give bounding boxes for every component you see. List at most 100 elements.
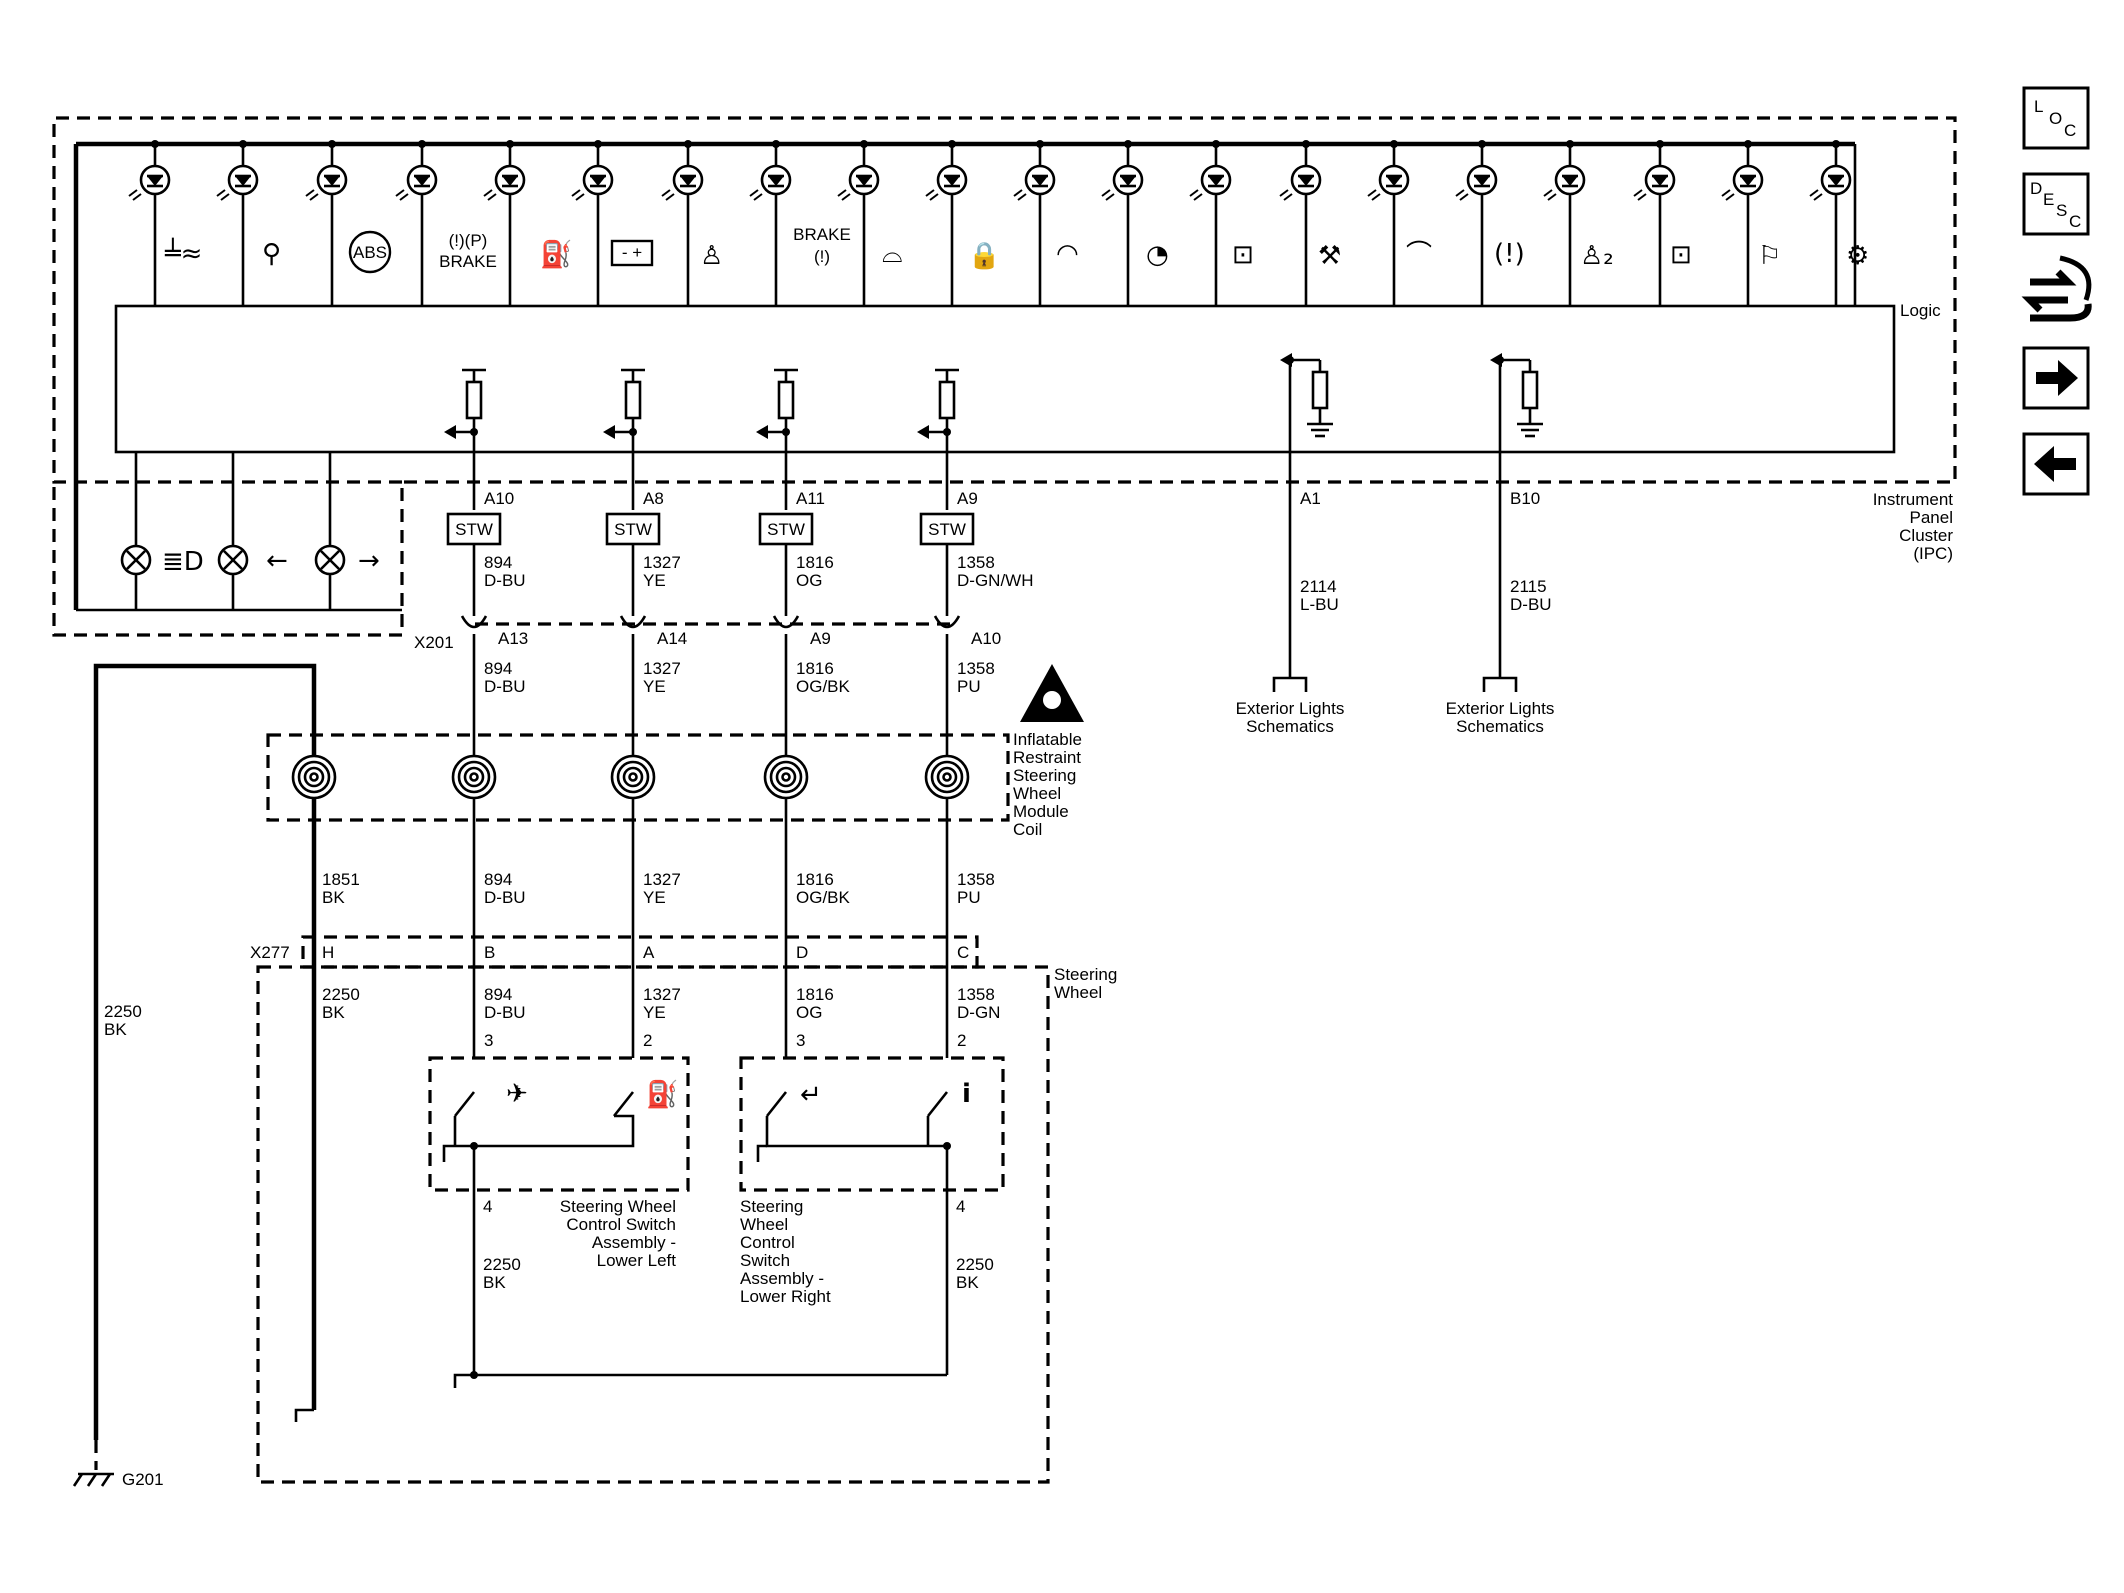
seatbelt-2-icon: ♙₂	[1580, 241, 1614, 271]
svg-text:BK: BK	[104, 1020, 127, 1039]
svg-text:2250: 2250	[104, 1002, 142, 1021]
wire-color: L-BU	[1300, 595, 1339, 614]
airbag-warning-icon	[1020, 664, 1084, 722]
next-page-button[interactable]	[2022, 346, 2090, 410]
battery-icon: - +	[610, 239, 654, 267]
tire-pressure-icon: (!)	[1494, 239, 1525, 269]
indicator-led	[215, 164, 259, 202]
wire-color: PU	[957, 677, 981, 696]
indicator-led	[748, 164, 792, 202]
indicator-led	[482, 164, 526, 202]
previous-page-button[interactable]	[2022, 432, 2090, 496]
pin-label: A8	[643, 489, 664, 508]
indicator-led	[1454, 164, 1498, 202]
wire-number: 894	[484, 985, 512, 1004]
fuel-icon: ⛽	[540, 239, 572, 270]
logic-label: Logic	[1900, 301, 1941, 320]
wire-number: 894	[484, 870, 512, 889]
pin-label: 2	[643, 1031, 652, 1050]
steering-wheel: X277 H 2250 BK Steering Wheel	[250, 935, 1117, 1484]
wire-color: YE	[643, 1003, 666, 1022]
svg-text:Assembly -: Assembly -	[740, 1269, 824, 1288]
nav-panel: L O C D E S C	[2021, 86, 2092, 496]
ipc-module-label: Instrument Panel Cluster (IPC)	[1873, 490, 1954, 563]
svg-text:Switch: Switch	[740, 1251, 790, 1270]
indicator-led	[1808, 164, 1852, 202]
fuel-select-icon: ⛽	[646, 1079, 678, 1110]
wire-color: D-BU	[484, 888, 526, 907]
pin-label: 3	[796, 1031, 805, 1050]
indicator-led	[1278, 164, 1322, 202]
security-lock-icon: 🔒	[968, 241, 1000, 271]
indicator-led	[304, 164, 348, 202]
switch-ground-bus	[453, 1371, 947, 1388]
indicator-row	[127, 140, 1857, 306]
wire-color: D-GN	[957, 1003, 1000, 1022]
wire-color: YE	[643, 677, 666, 696]
svg-text:C: C	[2069, 212, 2081, 231]
svg-text:ABS: ABS	[353, 243, 387, 262]
exterior-label: Schematics	[1456, 717, 1544, 736]
ground-circuit: G201 2250 BK 1851 BK	[72, 663, 360, 1489]
pin-label: A10	[484, 489, 514, 508]
svg-text:(IPC): (IPC)	[1913, 544, 1953, 563]
svg-text:Steering: Steering	[740, 1197, 803, 1216]
pin-label: B	[484, 943, 495, 962]
pin-label: A9	[810, 629, 831, 648]
indicator-led	[924, 164, 968, 202]
turn-right-arrow-icon: →	[358, 546, 380, 576]
connector-x201: X201	[414, 622, 952, 652]
wire-number: 1327	[643, 659, 681, 678]
voice-icon: ✈	[506, 1079, 528, 1109]
svg-text:4: 4	[483, 1197, 492, 1216]
svg-text:Wheel: Wheel	[1054, 983, 1102, 1002]
svg-text:Steering: Steering	[1013, 766, 1076, 785]
pin-label: C	[957, 943, 969, 962]
svg-text:O: O	[2049, 109, 2062, 128]
svg-text:Cluster: Cluster	[1899, 526, 1953, 545]
wire-number: 1358	[957, 870, 995, 889]
svg-text:1851: 1851	[322, 870, 360, 889]
svg-text:Coil: Coil	[1013, 820, 1042, 839]
connector-view-button[interactable]	[2021, 255, 2092, 322]
svg-text:Steering: Steering	[1054, 965, 1117, 984]
stw-box: STW	[455, 520, 493, 539]
wire-color: OG	[796, 1003, 822, 1022]
wire-number: 2115	[1510, 577, 1547, 596]
door-ajar-icon: ⚐	[1758, 241, 1781, 271]
wire-color: YE	[643, 571, 666, 590]
svg-text:Assembly -: Assembly -	[592, 1233, 676, 1252]
pin-label: A10	[971, 629, 1001, 648]
suspension-icon: ⌓	[882, 239, 903, 269]
wire-number: 1358	[957, 553, 995, 572]
lamp-headlamp	[120, 544, 152, 576]
svg-text:2250: 2250	[322, 985, 360, 1004]
svg-text:- +: - +	[622, 243, 642, 262]
washer-fluid-icon: ╧≈	[164, 237, 202, 269]
check-engine-icon: ⊡	[1670, 240, 1692, 270]
description-button[interactable]: D E S C	[2022, 172, 2090, 236]
pin-label: A14	[657, 629, 687, 648]
location-button[interactable]: L O C	[2022, 86, 2090, 150]
headlamp-icon: ≣D	[162, 547, 204, 577]
oil-service-icon: ⚒	[1318, 241, 1341, 271]
pin-label: A11	[796, 489, 825, 508]
svg-text:Instrument: Instrument	[1873, 490, 1954, 509]
switch-lower-right: ↵ i 4 2250 BK Steering Wheel Control Swi…	[739, 1056, 1005, 1375]
indicator-led	[660, 164, 704, 202]
wire-color: PU	[957, 888, 981, 907]
wire-number: 894	[484, 553, 512, 572]
indicator-led	[127, 164, 171, 202]
svg-text:BK: BK	[483, 1273, 506, 1292]
pin-label: 3	[484, 1031, 493, 1050]
svg-text:(!): (!)	[814, 247, 830, 266]
svg-text:Lower Right: Lower Right	[740, 1287, 831, 1306]
wire-number: 2114	[1300, 577, 1337, 596]
svg-text:Wheel: Wheel	[1013, 784, 1061, 803]
indicator-led	[1100, 164, 1144, 202]
svg-text:Inflatable: Inflatable	[1013, 730, 1082, 749]
